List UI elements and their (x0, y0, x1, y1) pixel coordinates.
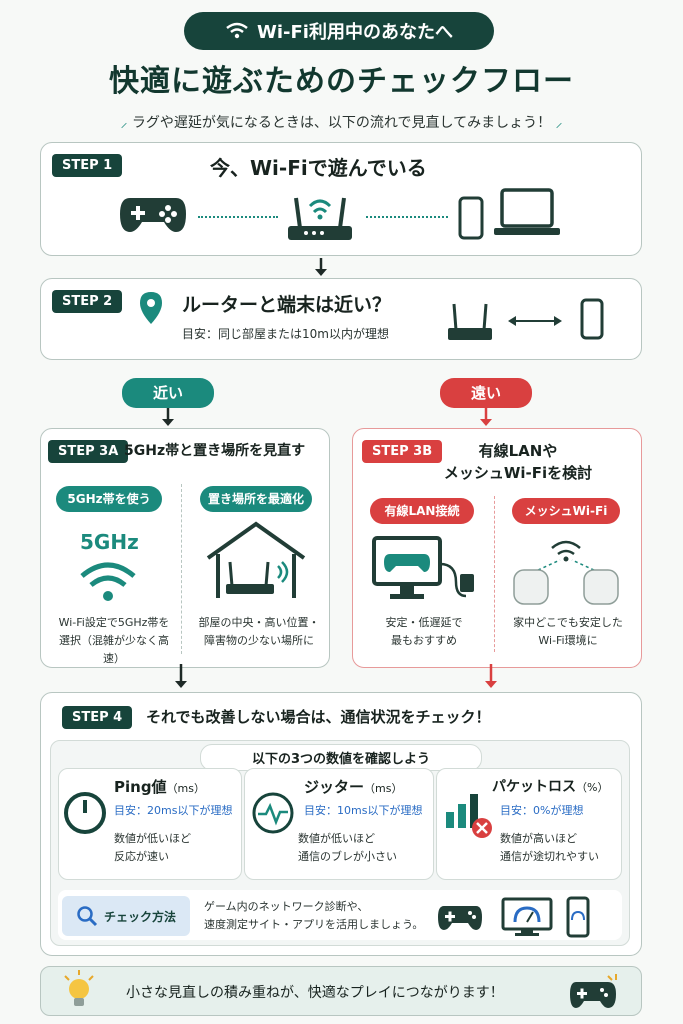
pulse-icon (252, 792, 294, 834)
band-label: 5GHz (80, 530, 139, 554)
gamepad-icon (570, 974, 617, 1008)
house-router-icon (206, 521, 306, 598)
arrow-down-icon (315, 258, 327, 276)
step1-label: STEP 1 (52, 154, 123, 177)
step3a-card (40, 428, 330, 668)
smartphone-speed-icon (566, 896, 590, 938)
step3a-title: 5GHz帯と置き場所を見直す (124, 443, 306, 459)
metric-target: 目安：10ms以下が理想 (304, 804, 423, 817)
footer-banner (40, 966, 642, 1016)
header-badge: Wi-Fi利用中のあなたへ (184, 12, 494, 50)
location-pin-icon (140, 292, 162, 324)
wifi-icon (226, 22, 248, 39)
step4-title: それでも改善しない場合は、通信状況をチェック！ (146, 708, 491, 726)
metric-desc: 数値が低いほど通信のブレが小さい (298, 832, 397, 863)
step4-sub: 以下の3つの数値を確認しよう (200, 744, 482, 771)
step2-label: STEP 2 (52, 290, 123, 313)
far-chip: 遠い (440, 378, 532, 408)
step3b-title: 有線LANやメッシュWi-Fiを検討 (443, 442, 593, 482)
step3a-left-text: Wi-Fi設定で5GHz帯を選択（混雑が少なく高速） (58, 616, 170, 665)
double-arrow-icon (508, 316, 562, 326)
router-icon (448, 303, 492, 340)
step3a-label: STEP 3A (48, 440, 129, 463)
page-title: 快適に遊ぶためのチェックフロー (109, 64, 574, 99)
optimize-location-chip: 置き場所を最適化 (200, 486, 312, 512)
metric-name: Ping値（ms） (114, 778, 206, 796)
metric-desc: 数値が低いほど反応が速い (114, 832, 191, 863)
arrow-down-icon (175, 664, 187, 688)
sparkle-icon: ⸝ (120, 115, 132, 131)
check-method-badge: チェック方法 (62, 896, 190, 936)
bar-chart-error-icon (446, 794, 492, 838)
arrow-down-icon (162, 408, 174, 426)
step2-note: 目安：同じ部屋または10m以内が理想 (182, 327, 389, 341)
gamepad-icon (438, 906, 482, 930)
step2-card (40, 278, 642, 360)
divider (181, 484, 182, 654)
metric-desc: 数値が高いほど通信が途切れやすい (500, 832, 599, 863)
metric-card-ping (58, 768, 242, 880)
metric-name: ジッター（ms） (304, 778, 403, 796)
monitor-cable-icon (372, 536, 474, 599)
step4-label: STEP 4 (62, 706, 133, 729)
step3b-left-text: 安定・低遅延で最もおすすめ (385, 616, 463, 647)
step3b-card (352, 428, 642, 668)
arrow-down-icon (480, 408, 492, 426)
metric-target: 目安：20ms以下が理想 (114, 804, 233, 817)
divider (494, 496, 495, 652)
connection-line (198, 216, 278, 218)
laptop-icon (494, 188, 560, 235)
speedometer-icon (64, 792, 106, 834)
smartphone-icon (580, 298, 604, 340)
near-chip: 近い (122, 378, 214, 408)
lightbulb-icon (64, 970, 94, 1006)
metric-target: 目安：0%が理想 (500, 804, 584, 817)
page-subtitle: ⸝ ラグや遅延が気になるときは、以下の流れで見直してみましょう！ ⸝ (120, 115, 563, 131)
use-5ghz-chip: 5GHz帯を使う (56, 486, 162, 512)
gamepad-icon (120, 198, 186, 232)
monitor-speed-icon (501, 897, 553, 936)
wired-lan-chip: 有線LAN接続 (370, 498, 474, 524)
metric-card-packetloss (436, 768, 622, 880)
search-icon (77, 906, 98, 927)
arrow-down-icon (485, 664, 497, 688)
mesh-wifi-icon (513, 540, 619, 605)
step3a-right-text: 部屋の中央・高い位置・障害物の少ない場所に (198, 616, 320, 647)
header-badge-text: Wi-Fi利用中のあなたへ (257, 22, 453, 43)
step3b-label: STEP 3B (362, 440, 443, 463)
connection-line (366, 216, 448, 218)
smartphone-icon (458, 196, 484, 240)
mesh-wifi-chip: メッシュWi-Fi (512, 498, 620, 524)
sparkle-icon: ⸝ (551, 115, 563, 131)
step2-title: ルーターと端末は近い？ (182, 294, 392, 316)
step1-title: 今、Wi-Fiで遊んでいる (210, 156, 427, 180)
check-method-text: ゲーム内のネットワーク診断や、速度測定サイト・アプリを活用しましょう。 (204, 900, 424, 931)
footer-text: 小さな見直しの積み重ねが、快適なプレイにつながります！ (126, 985, 504, 1001)
metric-name: パケットロス（%） (492, 779, 609, 795)
router-icon (288, 197, 352, 240)
wifi-icon (80, 562, 136, 601)
